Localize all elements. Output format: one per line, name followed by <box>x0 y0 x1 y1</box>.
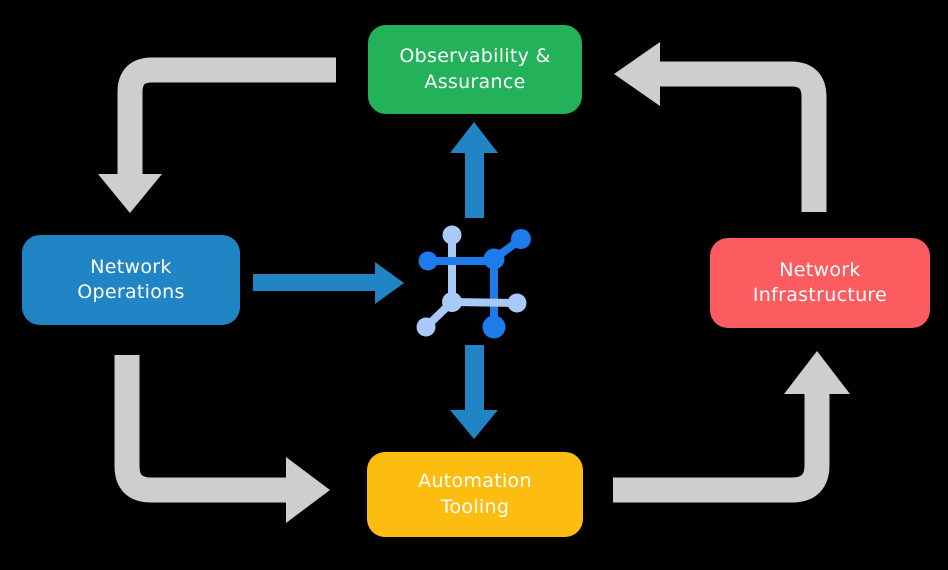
icon-node-dot <box>442 225 462 245</box>
arrow-observability-to-operations <box>98 57 336 213</box>
icon-node-dot <box>418 251 438 271</box>
node-observability-assurance: Observability & Assurance <box>368 25 582 114</box>
arrow-shaft <box>465 151 484 218</box>
icon-node-dot <box>482 315 506 339</box>
node-label: Network Infrastructure <box>753 258 887 308</box>
icon-node-dot <box>507 293 527 313</box>
node-label-line: Network <box>779 258 861 281</box>
arrow-operations-to-automation <box>114 355 330 523</box>
node-network-infrastructure: Network Infrastructure <box>710 238 930 328</box>
node-label-line: Network <box>90 255 172 278</box>
node-label-line: Tooling <box>440 495 510 518</box>
node-label: Observability & Assurance <box>399 44 550 94</box>
arrow-head-down <box>450 410 498 439</box>
arrow-automation-to-infrastructure <box>613 351 850 503</box>
arrow-center-to-automation <box>450 345 498 439</box>
arrow-shaft <box>613 392 830 503</box>
icon-node-dot <box>442 292 462 312</box>
arrow-head-up <box>450 122 498 153</box>
arrow-shaft <box>117 57 336 176</box>
icon-link-line <box>451 298 518 307</box>
node-label: Network Operations <box>77 255 184 305</box>
node-label-line: Infrastructure <box>752 284 888 306</box>
node-label-line: Operations <box>77 281 185 303</box>
icon-node-dot <box>416 317 436 337</box>
arrow-head-right <box>375 262 404 304</box>
arrow-operations-to-center <box>253 262 404 304</box>
node-network-operations: Network Operations <box>22 235 240 325</box>
arrow-shaft <box>114 355 288 503</box>
network-mesh-icon <box>416 225 531 339</box>
arrow-center-to-observability <box>450 122 498 218</box>
icon-node-dot <box>483 248 505 270</box>
node-label-line: Observability & <box>399 45 551 68</box>
arrow-head-right <box>286 457 330 523</box>
node-label: Automation Tooling <box>418 469 532 519</box>
arrow-shaft <box>465 345 484 412</box>
node-label-line: Automation <box>418 470 532 493</box>
arrow-head-up <box>784 351 850 394</box>
node-automation-tooling: Automation Tooling <box>367 452 583 537</box>
node-label-line: Assurance <box>424 70 526 93</box>
arrow-head-left <box>614 42 660 106</box>
arrow-infrastructure-to-observability <box>614 42 827 212</box>
arrow-shaft <box>658 61 827 212</box>
icon-node-dot <box>511 229 531 249</box>
arrow-head-down <box>98 174 162 213</box>
arrow-shaft <box>253 274 377 291</box>
